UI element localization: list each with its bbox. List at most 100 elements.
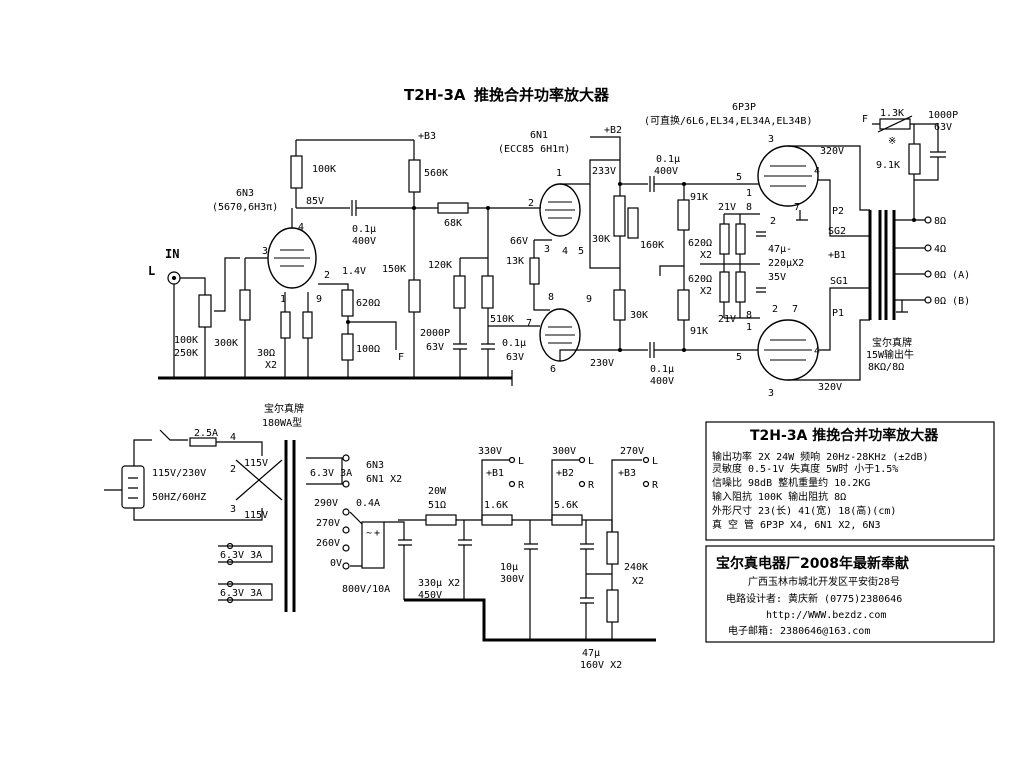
c47v-label: 35V [768,272,786,283]
r91k-fb: 9.1K [876,160,900,171]
tap-290: 290V [314,498,338,509]
b2-rail: +B2 [556,468,574,479]
svg-text:4: 4 [814,166,820,177]
b1-r: R [518,480,525,491]
svg-text:8: 8 [746,310,752,321]
svg-text:7: 7 [794,202,800,213]
tap-260: 260V [316,538,340,549]
svg-text:~: ~ [366,528,372,539]
heater1: 6.3V 3A [310,468,352,479]
r20w: 20W [428,486,447,497]
svg-text:3: 3 [768,388,774,399]
heater2: 6.3V 3A [220,550,262,561]
r91kb-label: 91K [690,326,708,337]
svg-text:5: 5 [736,172,742,183]
b1-rail: +B1 [486,468,504,479]
maker-address: 广西玉林市城北开发区平安街28号 [748,575,900,588]
maker-box [705,545,995,643]
r68k-label: 68K [444,218,462,229]
r620b-x2: X2 [700,286,712,297]
c1000p: 1000P [928,110,958,121]
c330: 330μ X2 [418,578,460,589]
input-label: IN [165,247,179,261]
rail-b3: +B3 [418,131,436,142]
svg-text:7: 7 [792,304,798,315]
title-name: 推挽合并功率放大器 [474,86,610,104]
r30ka-label: 30K [592,234,610,245]
spec-row-3: 输入阻抗 100K 输出阻抗 8Ω [712,490,846,503]
r620-label: 620Ω [356,298,380,309]
fb-mark: ※ [888,136,896,147]
v85-label: 85V [306,196,324,207]
b1-label: +B1 [828,250,846,261]
c01c-voltage: 400V [654,166,678,177]
svg-text:4: 4 [562,246,568,257]
out-0a: 0Ω (A) [934,270,970,281]
r150k-label: 150K [382,264,406,275]
r560k-label: 560K [424,168,448,179]
svg-text:2: 2 [770,216,776,227]
fuse-label: 2.5A [194,428,218,439]
svg-text:8: 8 [548,292,554,303]
b1-volt: 330V [478,446,502,457]
svg-text:3: 3 [544,244,550,255]
title-model: T2H-3A [404,86,466,104]
svg-text:4: 4 [230,432,236,443]
spec-row-1: 灵敏度 0.5-1V 失真度 5W时 小于1.5% [712,462,898,475]
r16k: 1.6K [484,500,508,511]
mains-voltage: 115V/230V [152,468,206,479]
svg-text:2: 2 [528,198,534,209]
out-4: 4Ω [934,244,946,255]
b3-volt: 270V [620,446,644,457]
r51: 51Ω [428,500,446,511]
bridge-label: 800V/10A [342,584,390,595]
r160k-label: 160K [640,240,664,251]
spec-row-5: 真 空 管 6P3P X4, 6N1 X2, 6N3 [712,518,880,531]
b3-l: L [652,456,658,467]
tap-0: 0V [330,558,342,569]
sg1-label: SG1 [830,276,848,287]
out-0b: 0Ω (B) [934,296,970,307]
r620a-label: 620Ω [688,238,712,249]
b1-l: L [518,456,524,467]
pot-label-2: 250K [174,348,198,359]
p2-label: P2 [832,206,844,217]
c10: 10μ [500,562,518,573]
r240: 240K [624,562,648,573]
current-04: 0.4A [356,498,380,509]
svg-text:+: + [374,528,380,539]
mains-freq: 50HZ/60HZ [152,492,206,503]
maker-designer: 电路设计者: 黄庆新 (0775)2380646 [726,592,902,605]
svg-text:1: 1 [746,188,752,199]
p1-label: P1 [832,308,844,319]
volume-pot [198,294,212,328]
b3-r: R [652,480,659,491]
svg-text:7: 7 [526,318,532,329]
maker-name: 宝尔真电器厂2008年最新奉献 [716,555,909,572]
sg2-label: SG2 [828,226,846,237]
s115a: 115V [244,458,268,469]
fb-f2: F [862,114,868,125]
svg-text:1: 1 [746,322,752,333]
ot-spec: 15W输出牛 [866,348,914,361]
ot-imp: 8KΩ/8Ω [868,362,904,373]
svg-text:2: 2 [324,270,330,281]
svg-text:3: 3 [768,134,774,145]
c2000p-label: 2000P [420,328,450,339]
r620a-x2: X2 [700,250,712,261]
c01a-label: 0.1μ [352,224,376,235]
svg-text:3: 3 [262,246,268,257]
v2-name: 6N1 [530,130,548,141]
c330v: 450V [418,590,442,601]
v21a-label: 21V [718,202,736,213]
svg-text:3: 3 [230,504,236,515]
out-8: 8Ω [934,216,946,227]
svg-text:4: 4 [814,346,820,357]
c01d-label: 0.1μ [650,364,674,375]
r13k-fb: 1.3K [880,108,904,119]
c2000p-voltage: 63V [426,342,444,353]
mains-socket-icon [121,465,145,509]
svg-text:2: 2 [230,464,236,475]
svg-text:8: 8 [746,202,752,213]
